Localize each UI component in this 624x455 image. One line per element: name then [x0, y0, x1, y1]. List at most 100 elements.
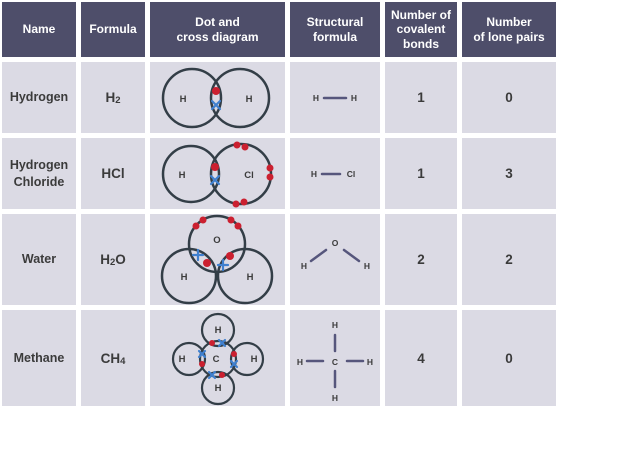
atom-label: H — [246, 94, 253, 105]
atom-label: H — [332, 320, 338, 330]
atom-circle — [171, 341, 207, 377]
atom-label: H — [311, 169, 317, 179]
shared-electron-cross — [209, 174, 221, 186]
formula-subscript: 2 — [109, 257, 116, 268]
formula-base: H — [100, 252, 110, 267]
formula-cell-hydrogen-chloride: HCl — [81, 138, 145, 209]
formula-base: H — [105, 90, 116, 105]
atom-label: H — [367, 357, 373, 367]
atom-label: C — [213, 354, 220, 365]
atom-circle — [198, 339, 238, 379]
shared-electron-dot — [212, 87, 220, 95]
atom-circle — [209, 67, 271, 129]
shared-electron-dot — [226, 252, 234, 260]
atom-label: O — [332, 238, 339, 248]
header-covalent-bonds: Number of covalent bonds — [385, 2, 457, 57]
covalent-bonds-cell-hydrogen: 1 — [385, 62, 457, 133]
covalent-bonding-table: Name Formula Dot and cross diagram Struc… — [2, 2, 556, 406]
covalent-bonds-cell-water: 2 — [385, 214, 457, 305]
lone-pair-dots — [232, 141, 274, 208]
header-name: Name — [2, 2, 76, 57]
header-dot-cross-diagram: Dot and cross diagram — [150, 2, 285, 57]
formula-base: CH — [100, 350, 121, 366]
covalent-bonds-cell-methane: 4 — [385, 310, 457, 406]
atom-label: H — [364, 261, 370, 271]
formula-subscript: 2 — [115, 95, 121, 106]
atom-label: H — [251, 354, 258, 365]
atom-label: H — [313, 93, 319, 103]
covalent-bonds-cell-hydrogen-chloride: 1 — [385, 138, 457, 209]
dot-cross-cell-methane: C H H H H — [150, 310, 285, 406]
shared-electron-dot — [211, 163, 219, 171]
header-formula: Formula — [81, 2, 145, 57]
shared-electron-dot — [231, 351, 237, 357]
atom-label: H — [180, 94, 187, 105]
atom-circle — [160, 247, 218, 305]
bond-line — [309, 248, 328, 262]
lone-pairs-cell-hydrogen: 0 — [462, 62, 556, 133]
atom-label: H — [215, 383, 222, 394]
atom-label: C — [332, 357, 338, 367]
name-cell-hydrogen-chloride: Hydrogen Chloride — [2, 138, 76, 209]
methane-structural-formula: H H C H H — [297, 320, 373, 403]
atom-label: Cl — [347, 169, 356, 179]
name-cell-methane: Methane — [2, 310, 76, 406]
atom-label: O — [213, 235, 220, 246]
structural-cell-water: O H H — [290, 214, 380, 305]
header-structural-formula: Structural formula — [290, 2, 380, 57]
atom-label: H — [181, 272, 188, 283]
shared-electron-cross — [191, 248, 205, 262]
water-dot-cross-diagram: O H H — [160, 214, 274, 305]
shared-electron-cross — [229, 359, 239, 369]
dot-cross-cell-hydrogen: H H — [150, 62, 285, 133]
water-structural-formula: O H H — [301, 238, 370, 271]
atom-label: H — [215, 325, 222, 336]
lone-pairs-cell-water: 2 — [462, 214, 556, 305]
shared-electron-dot — [219, 372, 225, 378]
atom-label: H — [247, 272, 254, 283]
atom-label: H — [179, 354, 186, 365]
shared-electron-dot — [209, 340, 215, 346]
structural-cell-hydrogen: H H — [290, 62, 380, 133]
structural-cell-methane: H H C H H — [290, 310, 380, 406]
atom-label: H — [332, 393, 338, 403]
name-cell-water: Water — [2, 214, 76, 305]
lone-pair-dots — [192, 216, 242, 230]
methane-dot-cross-diagram: C H H H H — [171, 312, 265, 406]
atom-label: Cl — [244, 170, 254, 181]
atom-circle — [216, 247, 274, 305]
bond-line — [342, 248, 361, 262]
hydrogen-chloride-structural-formula: H Cl — [311, 169, 356, 179]
dot-cross-cell-hydrogen-chloride: H Cl — [150, 138, 285, 209]
shared-electron-cross — [197, 349, 207, 359]
atom-label: H — [351, 93, 357, 103]
atom-label: H — [297, 357, 303, 367]
shared-electron-cross — [210, 99, 222, 111]
atom-circle — [200, 370, 236, 406]
shared-electron-cross — [207, 370, 217, 380]
structural-cell-hydrogen-chloride: H Cl — [290, 138, 380, 209]
atom-circle — [229, 341, 265, 377]
atom-label: H — [301, 261, 307, 271]
lone-pairs-cell-hydrogen-chloride: 3 — [462, 138, 556, 209]
shared-electron-dot — [203, 259, 211, 267]
atom-circle — [161, 67, 223, 129]
atom-circle — [187, 214, 247, 274]
formula-suffix: O — [115, 252, 126, 267]
atom-label: H — [179, 170, 186, 181]
dot-cross-cell-water: O H H — [150, 214, 285, 305]
hydrogen-dot-cross-diagram: H H — [161, 67, 271, 129]
shared-electron-cross — [216, 258, 230, 272]
hydrogen-chloride-dot-cross-diagram: H Cl — [161, 141, 274, 208]
hydrogen-structural-formula: H H — [313, 93, 357, 103]
name-cell-hydrogen: Hydrogen — [2, 62, 76, 133]
formula-base: HCl — [101, 166, 125, 181]
shared-electron-dot — [199, 361, 205, 367]
shared-electron-cross — [217, 338, 227, 348]
atom-circle — [161, 144, 221, 204]
formula-subscript: 4 — [120, 355, 126, 367]
lone-pairs-cell-methane: 0 — [462, 310, 556, 406]
